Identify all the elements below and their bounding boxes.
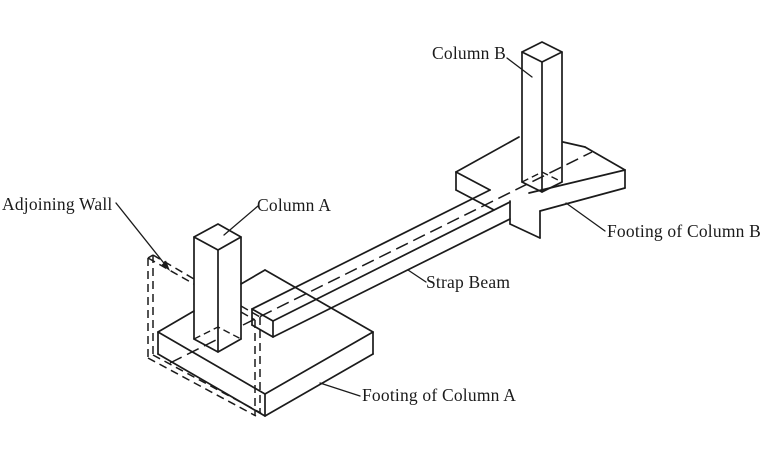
label-footing-of-column-b: Footing of Column B: [607, 221, 761, 241]
label-adjoining-wall: Adjoining Wall: [2, 194, 112, 214]
diagram-labels: Column B Adjoining Wall Column A Strap B…: [2, 43, 761, 405]
leader-adjoining-wall: [115, 202, 168, 268]
label-footing-of-column-a: Footing of Column A: [362, 385, 516, 405]
column-a: [193, 223, 242, 353]
leader-lines: [115, 57, 606, 397]
column-b: [521, 41, 563, 193]
leader-footing-a: [319, 382, 361, 397]
label-column-b: Column B: [432, 43, 506, 63]
footing-a: [157, 269, 374, 417]
label-strap-beam: Strap Beam: [426, 272, 510, 292]
strap-beam: [251, 189, 511, 338]
footing-b: [455, 136, 626, 239]
leader-footing-b: [565, 202, 606, 232]
adjoining-wall-arrowhead: [161, 260, 170, 271]
leader-strap-beam: [407, 269, 427, 283]
leader-column-a: [223, 205, 259, 236]
label-column-a: Column A: [257, 195, 331, 215]
beam-centerline: [169, 151, 593, 364]
leader-column-b: [506, 57, 533, 78]
adjoining-wall-outline: [147, 254, 262, 417]
